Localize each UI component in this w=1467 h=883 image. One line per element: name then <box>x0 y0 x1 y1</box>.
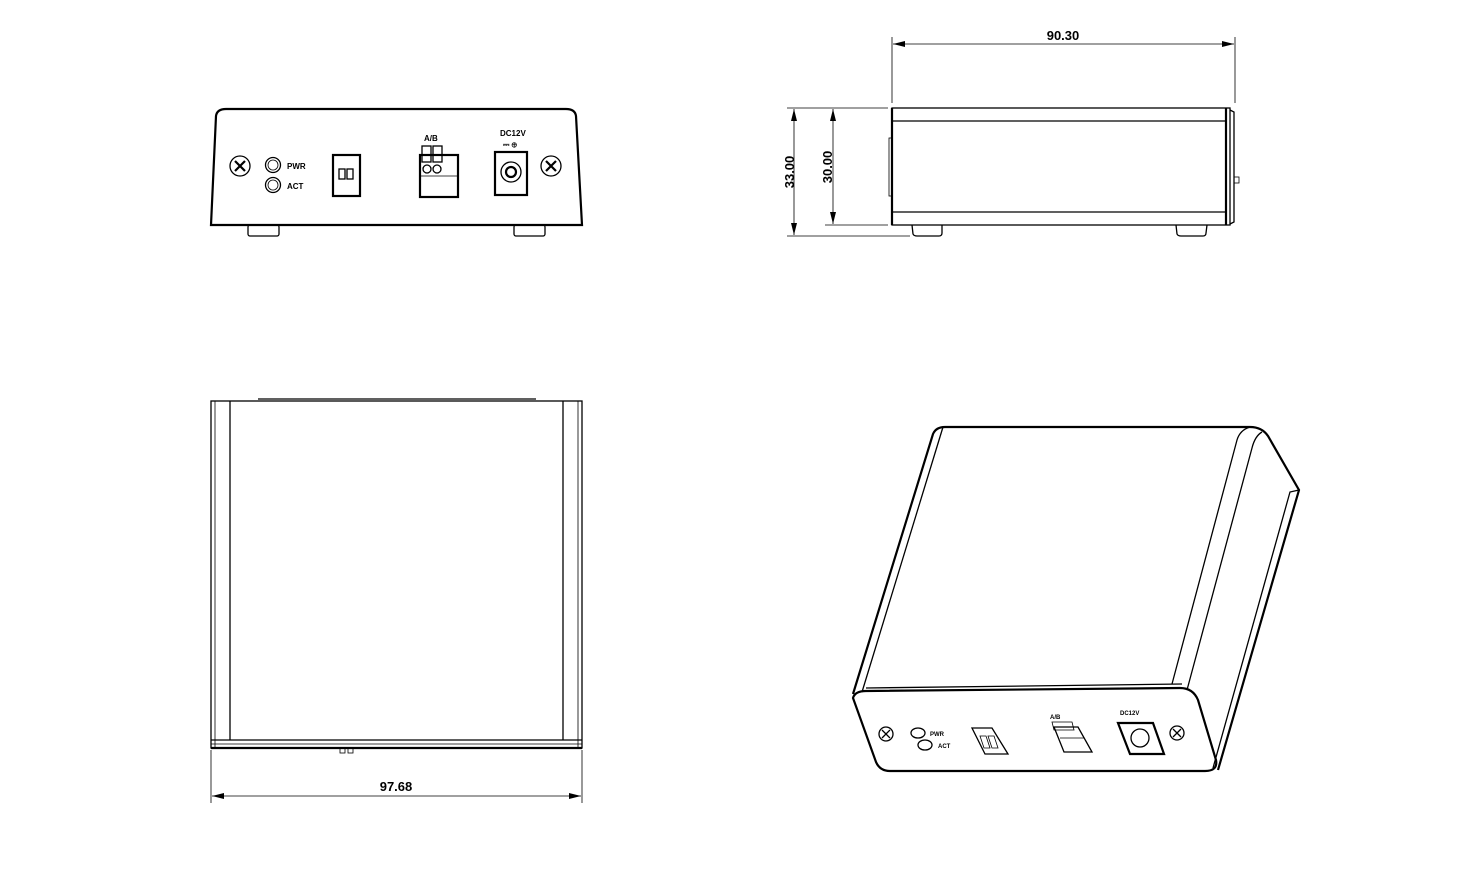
dip-switch <box>331 153 362 198</box>
front-panel-outline <box>209 107 584 227</box>
dip-switch <box>970 727 1010 755</box>
dimension-length: 90.30 <box>1047 28 1080 43</box>
foot-left <box>247 224 280 237</box>
ab-label: A/B <box>424 134 438 143</box>
iso-front-panel <box>851 686 1218 773</box>
top-body <box>210 400 583 749</box>
dc-power-jack <box>1116 721 1166 756</box>
act-label: ACT <box>287 182 304 191</box>
led-pwr <box>910 727 926 739</box>
side-view: 90.30 33.00 30.00 <box>782 28 1240 237</box>
screw-icon <box>878 726 894 742</box>
foot-right <box>513 224 546 237</box>
led-act <box>917 739 933 751</box>
screw-icon <box>540 155 562 177</box>
screw-icon <box>1169 725 1185 741</box>
dc-power-jack <box>493 150 529 197</box>
front-view: PWR ACT A/B DC12V ⎓ ⊕ <box>209 107 584 237</box>
side-body <box>891 107 1231 226</box>
screw-icon <box>229 155 251 177</box>
dimension-width: 97.68 <box>380 779 413 794</box>
dimension-height-body: 30.00 <box>820 151 835 184</box>
led-pwr <box>264 156 282 174</box>
ab-terminal-connector <box>1053 726 1094 753</box>
iso-act-label: ACT <box>938 744 951 750</box>
dc-polarity-symbol: ⎓ ⊕ <box>503 140 518 149</box>
isometric-view: PWR ACT A/B DC12V <box>851 425 1301 773</box>
iso-top-face <box>851 425 1301 771</box>
pwr-label: PWR <box>287 162 306 171</box>
iso-dc12v-label: DC12V <box>1120 711 1139 717</box>
dimension-height-total: 33.00 <box>782 156 797 189</box>
led-act <box>264 176 282 194</box>
ab-terminal-connector <box>418 145 460 199</box>
iso-ab-label: A/B <box>1050 715 1061 721</box>
top-view: 97.68 <box>210 398 583 803</box>
iso-pwr-label: PWR <box>930 732 945 738</box>
dc12v-label: DC12V <box>500 129 526 138</box>
